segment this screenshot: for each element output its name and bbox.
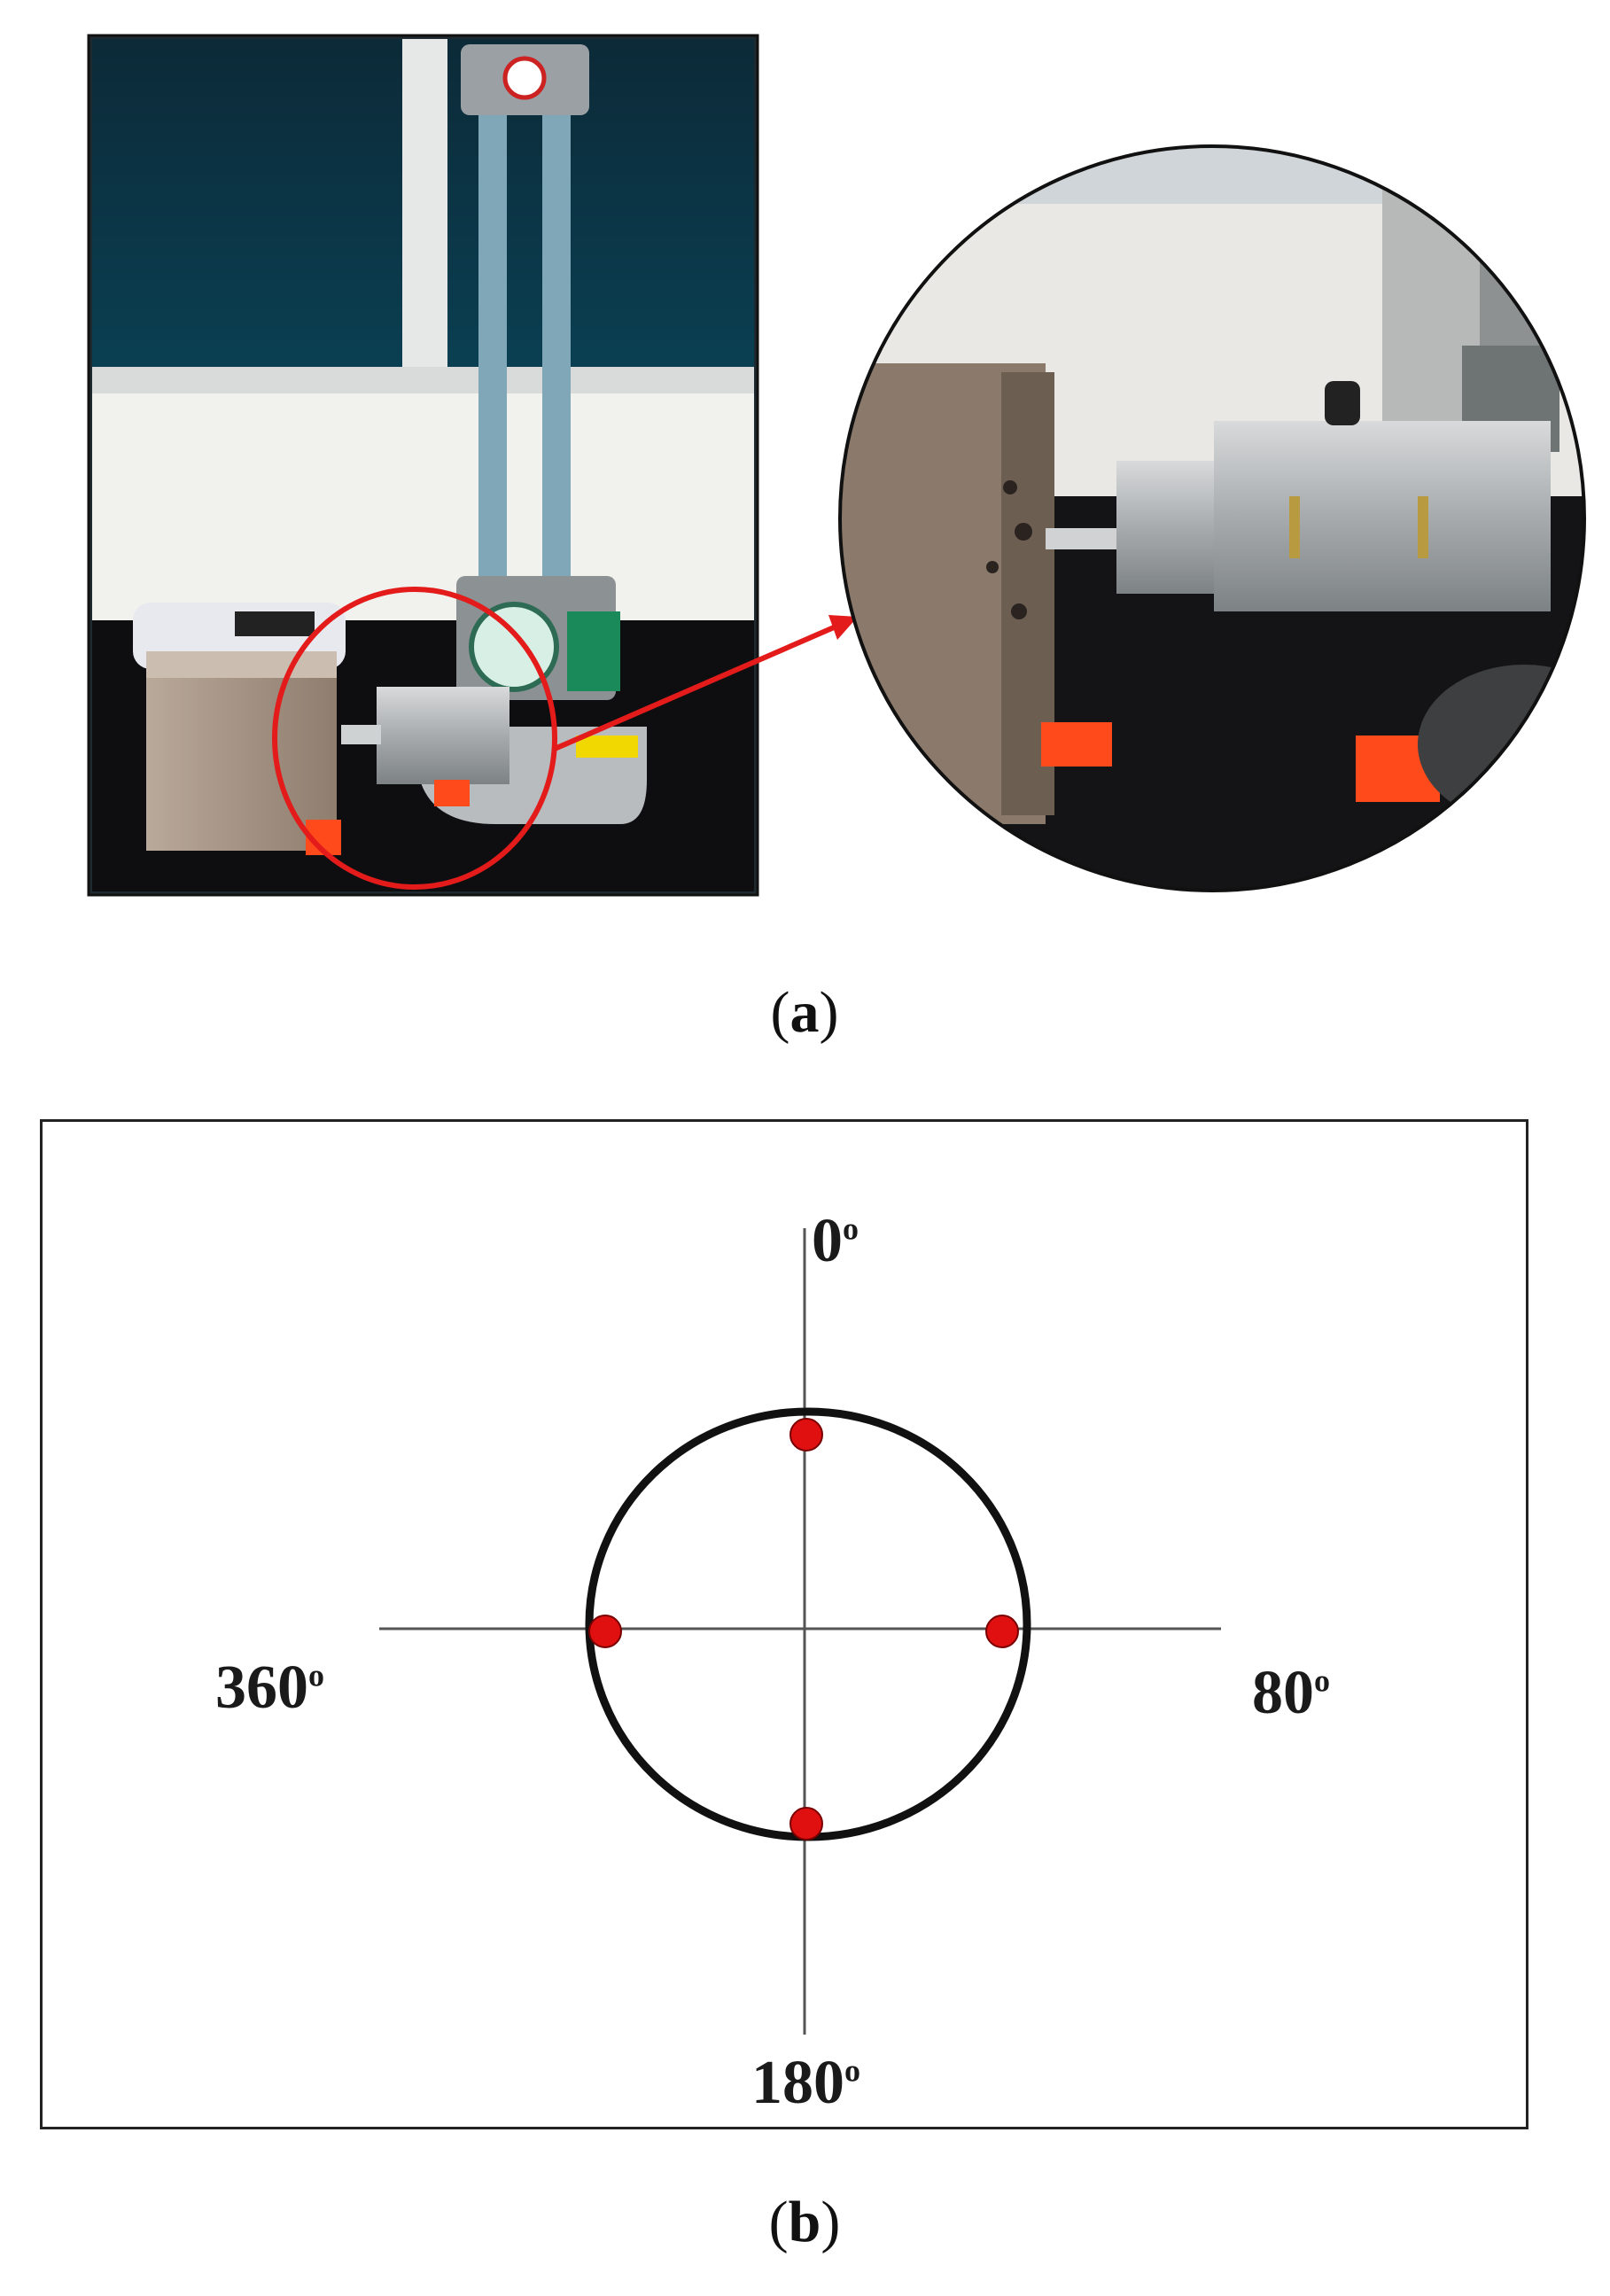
- highlight-circle: [272, 587, 557, 890]
- label-left: 360o: [215, 1654, 324, 1722]
- panel-a: (a): [0, 0, 1610, 1081]
- zoom-photo: [838, 144, 1586, 892]
- angle-diagram: [379, 1228, 1221, 2035]
- caption-a-letter: a: [789, 980, 820, 1045]
- label-top: 0o: [812, 1207, 859, 1275]
- marker-bottom: [789, 1807, 823, 1841]
- marker-right: [985, 1615, 1019, 1648]
- zoom-arrow: [553, 615, 858, 751]
- photo-illustration: [87, 34, 1586, 897]
- marker-top: [789, 1418, 823, 1452]
- lab-photo: [87, 34, 759, 897]
- caption-b-letter: b: [788, 2190, 821, 2254]
- label-bottom: 180o: [751, 2049, 860, 2117]
- specimen-circle: [585, 1407, 1031, 1841]
- caption-b: (b): [768, 2190, 841, 2254]
- angle-diagram-frame: 0o 80o 180o 360o: [40, 1119, 1528, 2129]
- marker-left: [588, 1615, 622, 1648]
- caption-a: (a): [770, 980, 839, 1045]
- label-right: 80o: [1252, 1659, 1330, 1727]
